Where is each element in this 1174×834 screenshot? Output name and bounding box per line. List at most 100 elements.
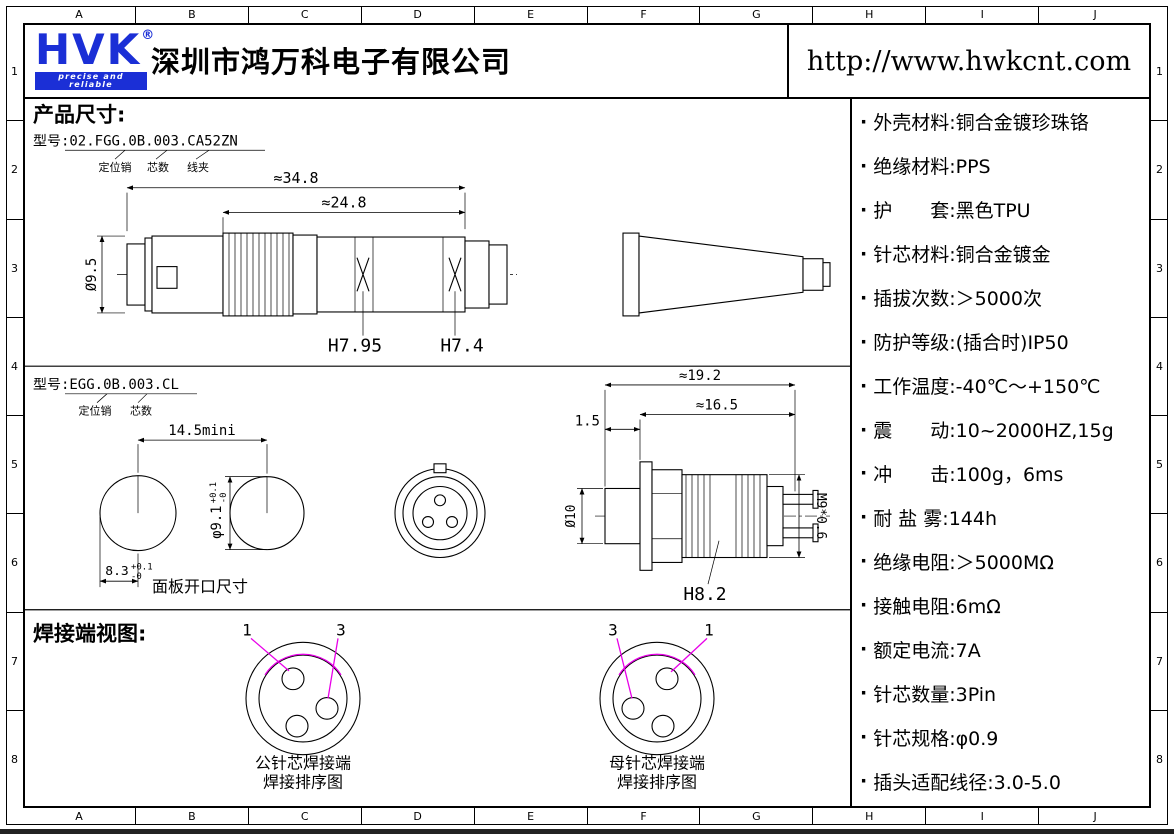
bullet-icon: · <box>860 330 868 353</box>
bullet-icon: · <box>860 638 868 661</box>
bullet-icon: · <box>860 110 868 133</box>
spec-text: 绝缘电阻:＞5000MΩ <box>873 551 1054 574</box>
model1-label: 型号:02.FGG.0B.003.CA52ZN <box>33 133 238 149</box>
grid-row-label: 5 <box>1151 415 1168 513</box>
model2-callouts <box>65 393 197 403</box>
spec-text: 绝缘材料:PPS <box>873 156 991 179</box>
spec-item: · 针芯规格:φ0.9 <box>852 715 1149 759</box>
grid-row-label: 4 <box>1151 316 1168 415</box>
bullet-icon: · <box>860 198 868 221</box>
section-title-product-dims: 产品尺寸: <box>33 103 125 127</box>
spec-item: · 冲 击:100g，6ms <box>852 452 1149 496</box>
model2-tag-locating-pin: 定位销 <box>79 404 112 418</box>
plug-dimension-lines <box>126 185 466 237</box>
spec-item: · 插拔次数:＞5000次 <box>852 276 1149 320</box>
grid-row-label: 3 <box>6 218 23 317</box>
female-pin-label-3: 3 <box>608 621 618 640</box>
spec-item: · 额定电流:7A <box>852 627 1149 671</box>
spec-text: 耐 盐 雾:144h <box>873 507 998 530</box>
spec-item: · 外壳材料:铜合金镀珍珠铬 <box>852 100 1149 144</box>
bullet-icon: · <box>860 726 868 749</box>
grid-row-label: 8 <box>6 709 23 808</box>
spec-item: · 震 动:10~2000HZ,15g <box>852 408 1149 452</box>
grid-column-label: A <box>75 810 83 823</box>
logo-tagline: precise and reliable <box>35 72 147 90</box>
h82-leader <box>707 540 720 585</box>
dim-panel-hole-diameter: φ9.1 <box>209 506 225 539</box>
grid-column-label: D <box>360 808 474 825</box>
panel-offset-tol-upper: +0.1 <box>131 562 153 572</box>
spec-list: · 外壳材料:铜合金镀珍珠铬 · 绝缘材料:PPS · 护 套:黑色TPU · … <box>850 97 1149 806</box>
grid-column-label: F <box>586 6 700 23</box>
grid-column-label: E <box>473 6 587 23</box>
dim-panel-width: 14.5mini <box>168 423 235 439</box>
spec-item: · 针芯数量:3Pin <box>852 671 1149 715</box>
spec-item: · 接触电阻:6mΩ <box>852 583 1149 627</box>
model1-tag-pin-count: 芯数 <box>147 160 169 174</box>
panel-dia-tol-upper: +0.1 <box>209 482 219 503</box>
bullet-icon: · <box>860 682 868 705</box>
sheet-content: 产品尺寸: 型号:02.FGG.0B.003.CA52ZN 定位销 芯数 线夹 … <box>25 97 1149 806</box>
model2-tag-pin-count: 芯数 <box>130 404 152 418</box>
spec-item: · 防护等级:(插合时)IP50 <box>852 320 1149 364</box>
grid-column-label: I <box>925 6 1038 23</box>
panel-cutout-view <box>99 437 305 588</box>
spec-text: 接触电阻:6mΩ <box>873 595 1001 618</box>
spec-text: 额定电流:7A <box>873 639 981 662</box>
panel-offset-tol-lower: -0 <box>131 572 142 582</box>
spec-text: 插头适配线径:3.0-5.0 <box>873 771 1061 794</box>
spec-text: 护 套:黑色TPU <box>873 200 1031 223</box>
logo-text: HVK <box>35 25 142 74</box>
grid-row-label: 4 <box>6 316 23 415</box>
bullet-icon: · <box>860 242 868 265</box>
grid-row-label: 3 <box>1151 218 1168 317</box>
grid-column-label: B <box>134 808 248 825</box>
grid-column-label: C <box>247 6 361 23</box>
dim-receptacle-thread: M9*0.6 <box>813 493 828 539</box>
receptacle-diameter-dim <box>577 488 603 545</box>
grid-column-label: H <box>812 808 925 825</box>
female-solder-caption-line1: 母针芯焊接端 <box>609 754 705 773</box>
grid-row-label: 8 <box>1151 709 1168 808</box>
spec-item: · 耐 盐 雾:144h <box>852 495 1149 539</box>
bullet-icon: · <box>860 374 868 397</box>
section-title-solder-view: 焊接端视图: <box>33 621 146 645</box>
spec-item: · 插头适配线径:3.0-5.0 <box>852 759 1149 803</box>
dim-receptacle-diameter: Ø10 <box>564 505 579 528</box>
grid-column-label: J <box>1038 808 1151 825</box>
spec-text: 防护等级:(插合时)IP50 <box>873 332 1069 355</box>
connector-front-view <box>394 463 486 559</box>
spec-text: 针芯规格:φ0.9 <box>873 727 999 750</box>
grid-column-label: B <box>134 6 248 23</box>
grid-column-label: A <box>75 8 83 21</box>
bullet-icon: · <box>860 286 868 309</box>
bullet-icon: · <box>860 594 868 617</box>
bullet-icon: · <box>860 154 868 177</box>
bullet-icon: · <box>860 770 868 793</box>
dim-h74: H7.4 <box>440 336 483 357</box>
window-bottom-edge <box>0 829 1174 834</box>
grid-row-label: 6 <box>1151 513 1168 611</box>
dim-receptacle-body: ≈16.5 <box>696 398 738 414</box>
strain-relief-boot-view <box>622 232 831 317</box>
grid-row-label: 7 <box>6 611 23 710</box>
grid-row-label: 2 <box>1151 120 1168 218</box>
dim-receptacle-total: ≈19.2 <box>679 368 721 384</box>
female-solder-caption-line2: 焊接排序图 <box>617 772 697 791</box>
solder-view-female <box>599 637 715 756</box>
model1-tag-cable-clamp: 线夹 <box>187 160 209 174</box>
bullet-icon: · <box>860 506 868 529</box>
company-name: 深圳市鸿万科电子有限公司 <box>151 45 512 79</box>
grid-column-label: D <box>360 6 474 23</box>
grid-row-label: 6 <box>6 513 23 611</box>
spec-item: · 绝缘材料:PPS <box>852 144 1149 188</box>
website-url-text: http://www.hwkcnt.com <box>806 45 1132 77</box>
grid-column-label: G <box>699 6 812 23</box>
model1-callouts <box>65 149 265 160</box>
male-pin-label-3: 3 <box>336 621 346 640</box>
spec-item: · 针芯材料:铜合金镀金 <box>852 232 1149 276</box>
drawing-sheet: HVK® precise and reliable 深圳市鸿万科电子有限公司 h… <box>23 23 1151 808</box>
